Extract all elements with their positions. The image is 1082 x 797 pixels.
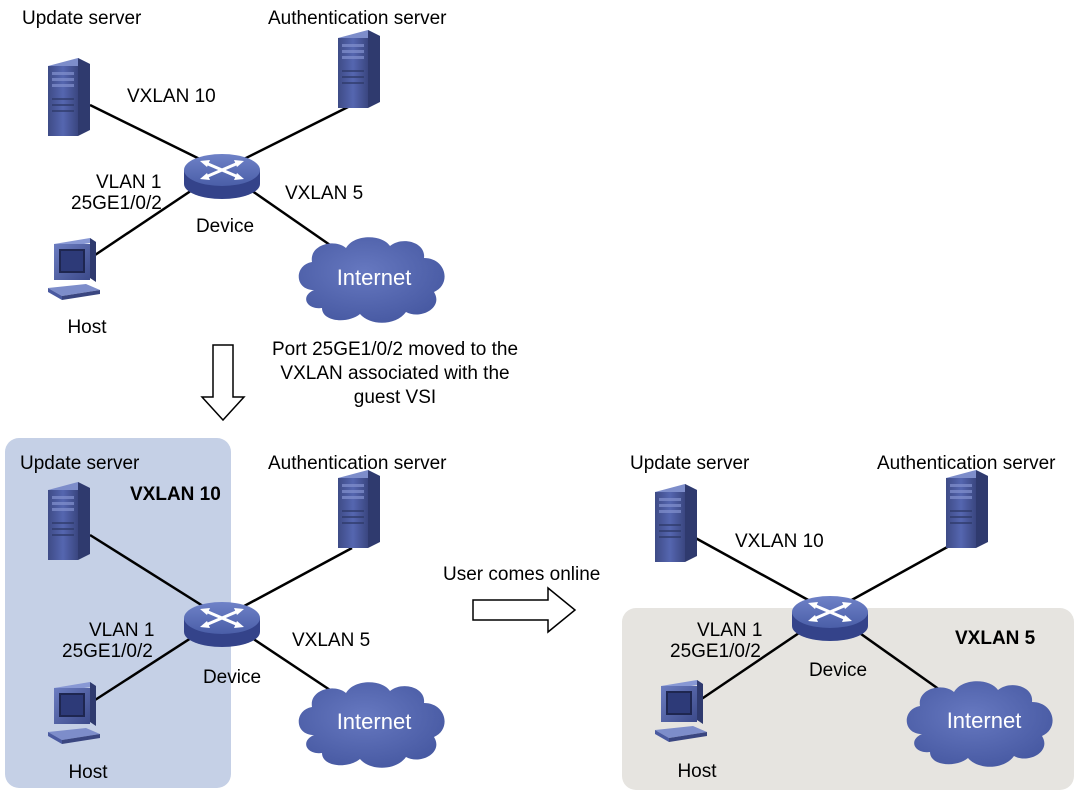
internet-label: Internet	[946, 708, 1022, 733]
port-label: 25GE1/0/2	[62, 641, 153, 662]
authentication-server-icon	[338, 470, 380, 548]
port-label: 25GE1/0/2	[71, 193, 162, 214]
authentication-server-icon	[338, 30, 380, 108]
host-label: Host	[67, 317, 107, 338]
caption-line: Port 25GE1/0/2 moved to the	[271, 339, 519, 360]
link-device-update-server	[689, 533, 831, 614]
host-pc-icon	[48, 238, 100, 300]
vlan-label: VLAN 1	[89, 620, 155, 641]
transition-label: User comes online	[443, 564, 601, 585]
update-server-label: Update server	[22, 8, 142, 29]
vlan-label: VLAN 1	[697, 620, 763, 641]
caption-line: VXLAN associated with the	[280, 363, 510, 384]
online-region-label: VXLAN 5	[955, 628, 1036, 649]
host-pc-icon	[655, 680, 707, 742]
guest-region-label: VXLAN 10	[130, 484, 221, 505]
device-switch-icon	[790, 594, 870, 643]
right-arrow-icon	[472, 586, 577, 634]
vlan-label: VLAN 1	[96, 172, 162, 193]
authentication-server-label: Authentication server	[268, 8, 447, 29]
update-server-label: Update server	[20, 453, 140, 474]
vxlan-update-label: VXLAN 10	[127, 86, 216, 107]
internet-label: Internet	[336, 709, 412, 734]
link-device-update-server	[89, 533, 223, 620]
internet-label: Internet	[336, 265, 412, 290]
transition-caption: Port 25GE1/0/2 moved to the VXLAN associ…	[272, 338, 518, 410]
device-switch-icon	[182, 152, 262, 201]
authentication-server-label: Authentication server	[877, 453, 1056, 474]
host-label: Host	[677, 761, 717, 782]
vxlan-internet-label: VXLAN 5	[285, 183, 364, 204]
authentication-server-label: Authentication server	[268, 453, 447, 474]
vxlan-update-label: VXLAN 10	[735, 531, 824, 552]
host-label: Host	[68, 762, 108, 783]
device-switch-icon	[182, 600, 262, 649]
vxlan-internet-label: VXLAN 5	[292, 630, 371, 651]
authentication-server-icon	[946, 470, 988, 548]
host-pc-icon	[48, 682, 100, 744]
caption-line: guest VSI	[353, 387, 437, 408]
update-server-icon	[655, 484, 697, 562]
device-label: Device	[808, 660, 868, 681]
update-server-icon	[48, 482, 90, 560]
update-server-label: Update server	[630, 453, 750, 474]
port-label: 25GE1/0/2	[670, 641, 761, 662]
device-label: Device	[195, 216, 255, 237]
device-label: Device	[202, 667, 262, 688]
down-arrow-icon	[200, 344, 246, 422]
update-server-icon	[48, 58, 90, 136]
